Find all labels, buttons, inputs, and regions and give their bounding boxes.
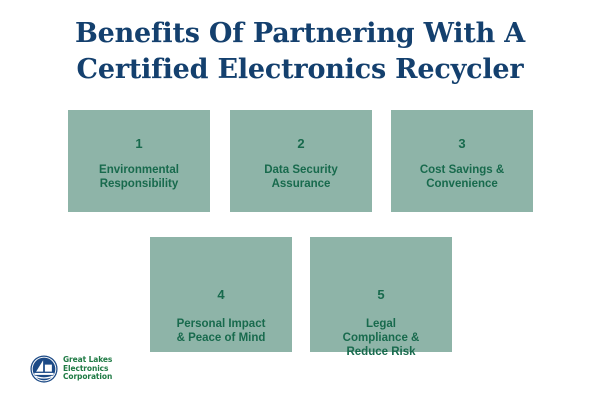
company-logo-line-2: Electronics [63,363,109,373]
company-logo-line-3: Corporation [63,372,113,382]
benefit-card-2-label: Data Security Assurance [264,164,338,190]
benefit-card-1-number: 1 [135,136,143,151]
benefit-card-4-number: 4 [217,287,225,302]
great-lakes-sailboat-emblem-icon [30,355,58,383]
page-title-line-2: Certified Electronics Recycler [76,54,524,85]
benefit-card-3-number: 3 [458,136,466,151]
benefit-card-4-label: Personal Impact & Peace of Mind [176,318,266,344]
company-logo-text: Great Lakes Electronics Corporation [63,356,112,382]
benefit-card-5-label: Legal Compliance & Reduce Risk [342,318,420,358]
benefit-card-3-label: Cost Savings & Convenience [419,164,505,190]
benefit-card-3: 3 Cost Savings & Convenience [391,110,533,212]
page-title-line-1: Benefits Of Partnering With A [74,18,525,49]
benefit-card-2: 2 Data Security Assurance [230,110,372,212]
benefit-card-2-number: 2 [297,136,305,151]
benefit-card-1-label: Environmental Responsibility [99,164,179,190]
benefit-card-5-number: 5 [377,287,385,302]
benefit-card-5: 5 Legal Compliance & Reduce Risk [310,237,452,358]
company-logo: Great Lakes Electronics Corporation [30,352,150,386]
page-title: Benefits Of Partnering With A Certified … [0,16,600,88]
benefit-card-1: 1 Environmental Responsibility [68,110,210,212]
benefit-card-4: 4 Personal Impact & Peace of Mind [150,237,292,352]
company-logo-line-1: Great Lakes [63,355,113,365]
